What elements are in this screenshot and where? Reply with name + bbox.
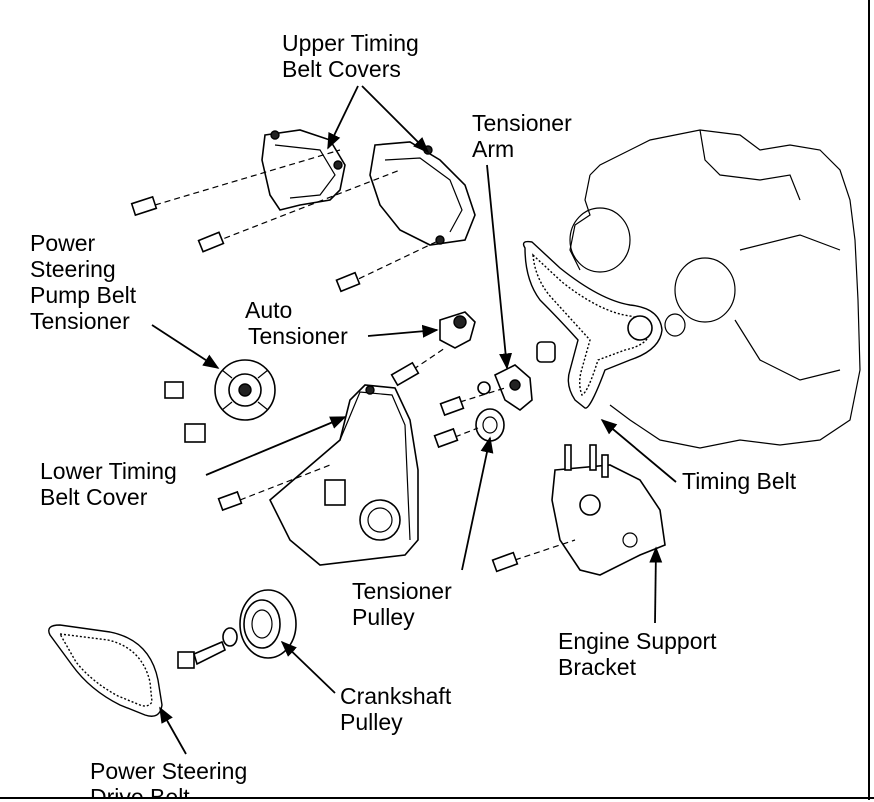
- bolt-tensioner-arm: [439, 395, 465, 417]
- engine-support-bracket: [551, 444, 666, 576]
- label-line: Drive Belt: [90, 784, 190, 798]
- label-line: Pulley: [352, 604, 415, 630]
- leader-lines: [151, 85, 677, 755]
- label-auto-tensioner: Auto Tensioner: [245, 297, 348, 349]
- label-line: Crankshaft: [340, 683, 452, 709]
- bolt-upper-1: [130, 195, 158, 217]
- tensioner-pulley: [475, 408, 505, 442]
- label-tensioner-pulley: Tensioner Pulley: [352, 578, 452, 630]
- power-steering-drive-belt: [48, 624, 163, 717]
- power-steering-pump-belt-tensioner: [214, 359, 276, 421]
- bolt-tensioner-pulley: [433, 427, 459, 449]
- engine-block-outline: [569, 129, 861, 449]
- label-timing-belt: Timing Belt: [682, 468, 796, 494]
- auto-tensioner: [439, 311, 476, 349]
- label-line: Steering: [30, 256, 116, 282]
- crankshaft-bolt: [177, 640, 227, 669]
- label-line: Bracket: [558, 654, 636, 680]
- label-line: Tensioner: [352, 578, 452, 604]
- label-power-steering-drive-belt: Power Steering Drive Belt: [90, 758, 247, 798]
- label-line: Belt Cover: [40, 484, 148, 510]
- label-line: Pump Belt: [30, 282, 137, 308]
- label-line: Pulley: [340, 709, 403, 735]
- bolt-upper-3: [335, 271, 361, 293]
- label-tensioner-arm: Tensioner Arm: [472, 110, 572, 162]
- label-upper-timing-belt-covers: Upper Timing Belt Covers: [282, 30, 419, 82]
- label-line: Belt Covers: [282, 56, 401, 82]
- spacer: [536, 341, 556, 363]
- label-line: Auto: [245, 297, 293, 323]
- bolt-support-bracket: [491, 551, 519, 573]
- lower-timing-belt-cover: [269, 384, 419, 566]
- label-crankshaft-pulley: Crankshaft Pulley: [340, 683, 451, 735]
- right-border-rule: [868, 0, 870, 800]
- bolt-lower-cover: [217, 490, 243, 512]
- label-line: Timing Belt: [682, 468, 797, 494]
- label-line: Power: [30, 230, 96, 256]
- label-line: Tensioner: [248, 323, 348, 349]
- timing-belt: [522, 240, 663, 409]
- bolt-auto-tensioner: [390, 361, 420, 387]
- bottom-border-rule: [0, 797, 874, 799]
- label-line: Upper Timing: [282, 30, 419, 56]
- nut-tensioner-2: [184, 423, 206, 443]
- nut-tensioner-1: [164, 381, 184, 399]
- label-line: Tensioner: [30, 308, 130, 334]
- upper-timing-belt-cover-right: [369, 141, 476, 246]
- label-engine-support-bracket: Engine Support Bracket: [558, 628, 717, 680]
- label-power-steering-pump-belt-tensioner: Power Steering Pump Belt Tensioner: [30, 230, 136, 334]
- washer: [222, 627, 238, 647]
- label-line: Tensioner: [472, 110, 572, 136]
- label-line: Lower Timing: [40, 458, 177, 484]
- label-line: Power Steering: [90, 758, 248, 784]
- upper-timing-belt-cover-left: [261, 129, 346, 211]
- label-lower-timing-belt-cover: Lower Timing Belt Cover: [40, 458, 177, 510]
- label-line: Arm: [472, 136, 515, 162]
- bolt-upper-2: [197, 231, 225, 253]
- tensioner-arm: [493, 364, 533, 411]
- label-line: Engine Support: [558, 628, 717, 654]
